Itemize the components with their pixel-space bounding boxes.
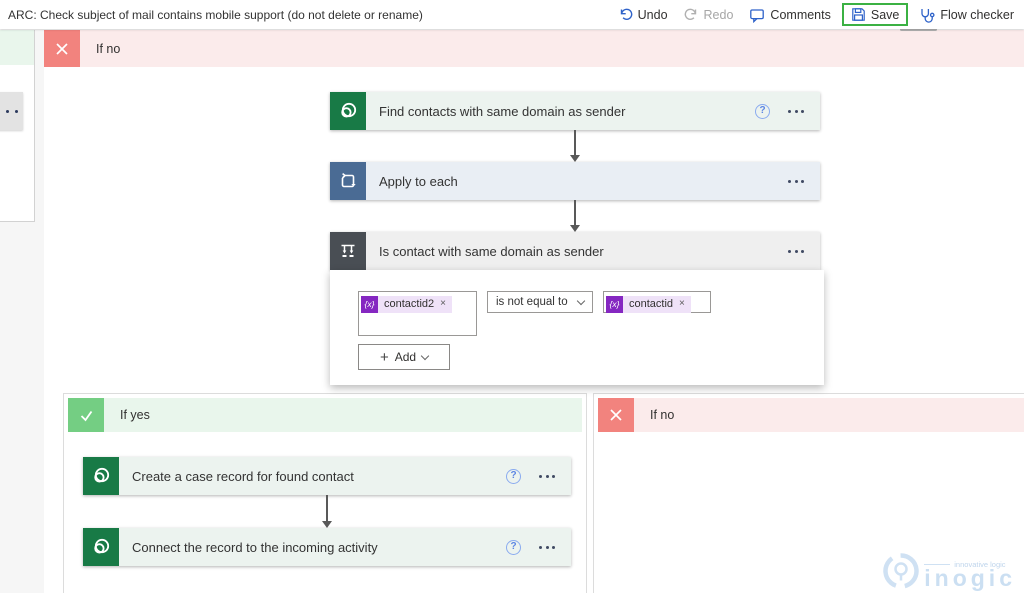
- action-card-find-contacts[interactable]: Find contacts with same domain as sender…: [330, 92, 820, 130]
- ellipsis-menu-icon[interactable]: [788, 249, 804, 253]
- comments-button[interactable]: Comments: [741, 3, 838, 27]
- condition-card-header[interactable]: Is contact with same domain as sender: [330, 232, 820, 270]
- if-no-nested-branch-container: If no: [593, 393, 1024, 593]
- branch-label: If no: [650, 408, 675, 422]
- action-card-create-case[interactable]: Create a case record for found contact ?: [83, 457, 571, 495]
- if-no-branch-container: If no Find contacts with same domain as …: [44, 30, 1024, 593]
- connector-arrow: [568, 200, 582, 232]
- check-icon: [68, 398, 104, 432]
- condition-operator-select[interactable]: is not equal to: [487, 291, 593, 313]
- flow-checker-label: Flow checker: [940, 7, 1014, 22]
- dynamic-content-chip[interactable]: {x} contactid2 ×: [361, 295, 452, 313]
- parent-if-yes-header[interactable]: [0, 30, 34, 65]
- apply-to-each-icon: [330, 162, 366, 200]
- save-button[interactable]: Save: [844, 5, 907, 24]
- flow-checker-button[interactable]: Flow checker: [911, 3, 1022, 27]
- card-title: Find contacts with same domain as sender: [379, 103, 626, 119]
- condition-icon: [330, 232, 366, 270]
- if-yes-branch-container: If yes Create a case record for found co…: [63, 393, 587, 593]
- chip-label: contactid2: [384, 298, 435, 310]
- undo-icon: [620, 8, 632, 20]
- ellipsis-menu-icon[interactable]: [788, 109, 804, 113]
- expression-token-icon: {x}: [361, 295, 378, 313]
- plus-icon: +: [379, 348, 389, 366]
- help-icon[interactable]: ?: [755, 103, 770, 119]
- ellipsis-menu-icon[interactable]: [788, 179, 804, 183]
- save-highlight-box: Save: [841, 3, 909, 26]
- branch-label: If no: [96, 41, 121, 56]
- operator-value: is not equal to: [496, 296, 568, 308]
- ellipsis-icon: [15, 109, 18, 113]
- branch-label: If yes: [120, 408, 150, 422]
- dataverse-icon: [83, 457, 119, 495]
- card-title: Is contact with same domain as sender: [379, 243, 604, 259]
- save-icon: [852, 8, 865, 21]
- expression-token-icon: {x}: [606, 295, 623, 313]
- chip-remove-icon[interactable]: ×: [440, 298, 446, 309]
- condition-left-value-field[interactable]: {x} contactid2 ×: [358, 291, 477, 336]
- connector-arrow: [320, 495, 334, 528]
- card-title: Create a case record for found contact: [132, 468, 354, 484]
- command-bar: ARC: Check subject of mail contains mobi…: [0, 0, 1024, 29]
- parent-if-yes-branch-partial: [0, 30, 35, 222]
- undo-button[interactable]: Undo: [610, 3, 676, 26]
- card-title: Apply to each: [379, 173, 458, 189]
- ellipsis-menu-icon[interactable]: [539, 474, 555, 478]
- if-no-nested-branch-header[interactable]: If no: [598, 398, 1024, 432]
- save-label: Save: [870, 7, 900, 22]
- comments-icon: [750, 8, 765, 23]
- collapsed-action-card[interactable]: [0, 92, 23, 130]
- action-card-connect-record[interactable]: Connect the record to the incoming activ…: [83, 528, 571, 566]
- connector-arrow: [568, 130, 582, 162]
- help-icon[interactable]: ?: [506, 539, 521, 555]
- chevron-down-icon: [576, 296, 586, 305]
- chip-remove-icon[interactable]: ×: [679, 298, 685, 309]
- toolbar-actions: Undo Redo Comments Save: [610, 3, 1022, 27]
- chevron-down-icon: [420, 351, 430, 360]
- flow-title: ARC: Check subject of mail contains mobi…: [8, 7, 423, 22]
- redo-icon: [684, 8, 696, 20]
- condition-editor-panel: {x} contactid2 × is not equal to {x} con…: [330, 270, 824, 385]
- close-icon: [44, 30, 80, 67]
- comments-label: Comments: [770, 7, 831, 22]
- redo-button[interactable]: Redo: [676, 3, 742, 26]
- horizontal-scrollbar-thumb[interactable]: [900, 28, 937, 31]
- dataverse-icon: [83, 528, 119, 566]
- ellipsis-menu-icon[interactable]: [539, 545, 555, 549]
- add-label: Add: [394, 350, 417, 364]
- dynamic-content-chip[interactable]: {x} contactid ×: [606, 295, 691, 313]
- ellipsis-icon: [6, 109, 9, 113]
- flow-checker-icon: [921, 8, 935, 23]
- if-yes-branch-header[interactable]: If yes: [68, 398, 582, 432]
- chip-label: contactid: [629, 298, 674, 310]
- undo-label: Undo: [637, 7, 668, 22]
- condition-right-value-field[interactable]: {x} contactid ×: [603, 291, 711, 313]
- dataverse-icon: [330, 92, 366, 130]
- add-condition-button[interactable]: + Add: [358, 344, 450, 370]
- card-title: Connect the record to the incoming activ…: [132, 539, 378, 555]
- help-icon[interactable]: ?: [506, 468, 521, 484]
- close-icon: [598, 398, 634, 432]
- redo-label: Redo: [703, 7, 734, 22]
- if-no-branch-header[interactable]: If no: [44, 30, 1024, 67]
- action-card-apply-to-each[interactable]: Apply to each: [330, 162, 820, 200]
